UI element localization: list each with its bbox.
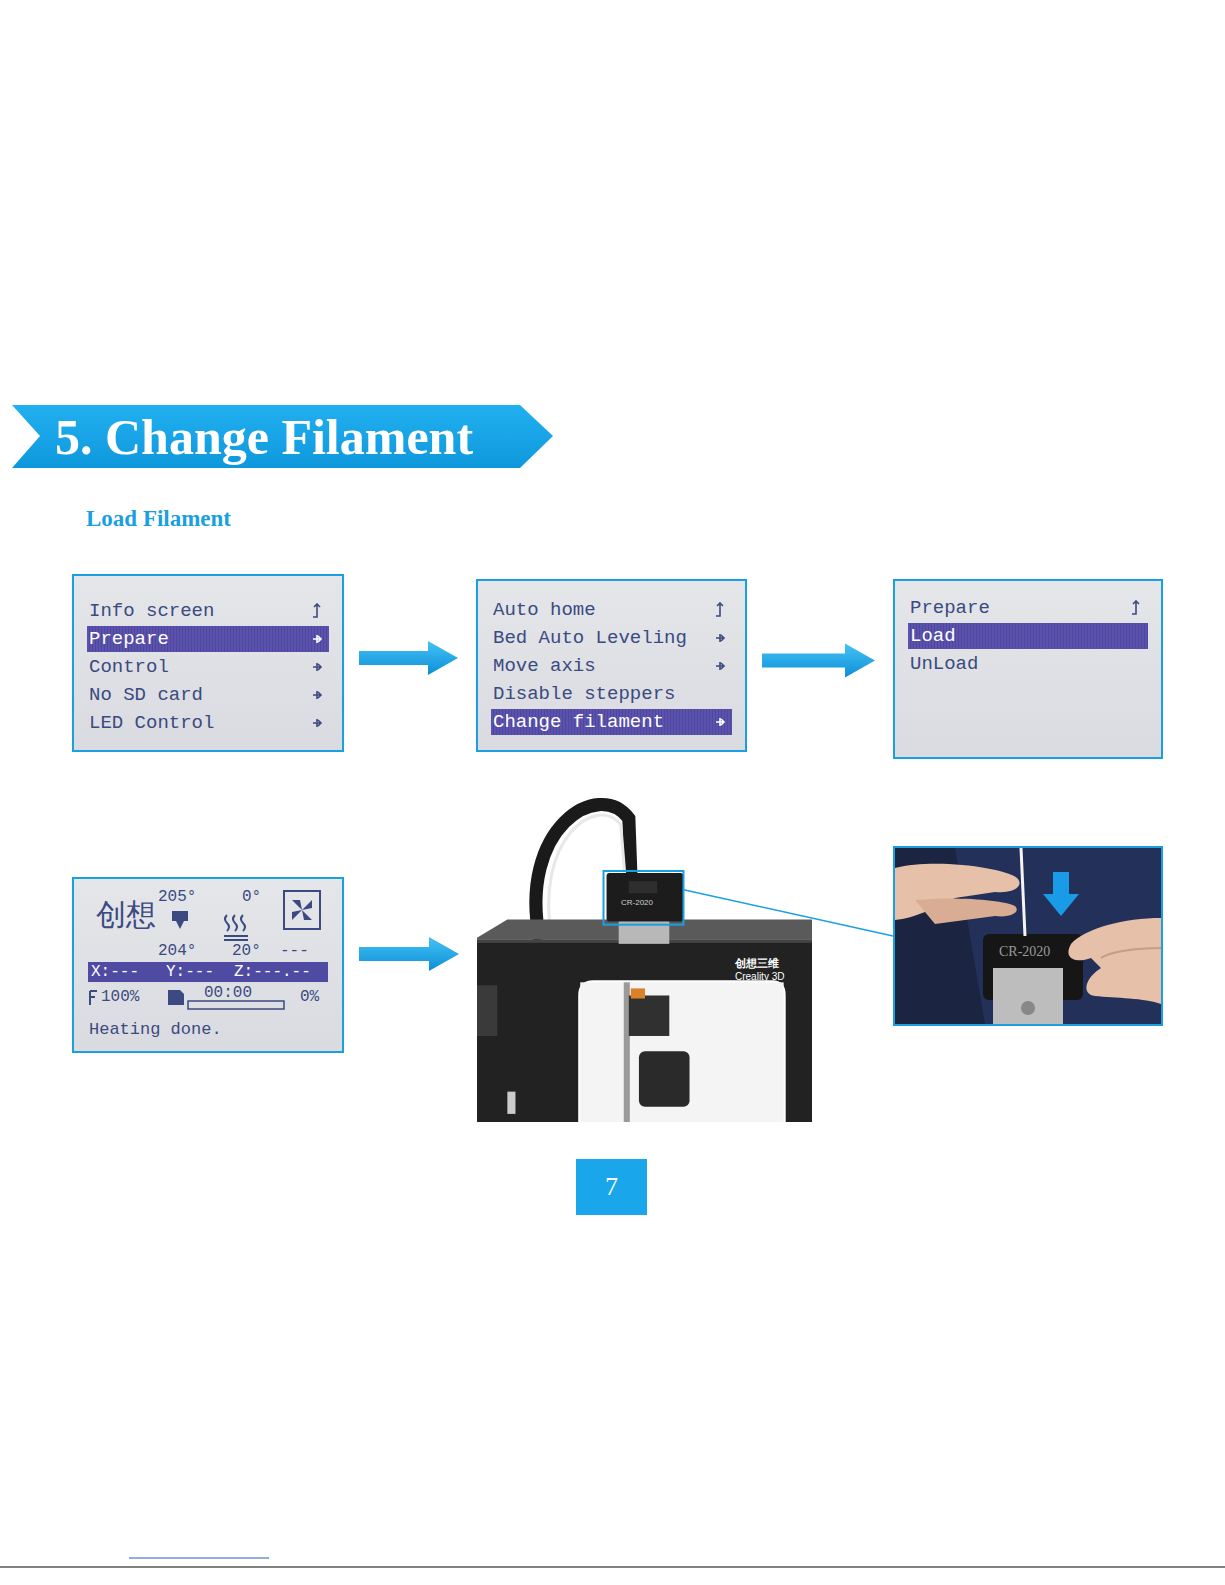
- menu-item-text: Control: [89, 654, 169, 680]
- menu-item-text: UnLoad: [910, 651, 978, 677]
- filament: [1021, 848, 1025, 936]
- sd-icon: [168, 990, 184, 1005]
- hotend-carriage: [629, 995, 669, 1035]
- menu-row: Bed Auto Leveling: [491, 625, 732, 651]
- menu-row: No SD card: [87, 682, 329, 708]
- printer-illustration: [477, 788, 812, 1122]
- status-value: 205°: [158, 888, 196, 906]
- right-hand: [1068, 918, 1161, 1004]
- menu-row: UnLoad: [908, 651, 1148, 677]
- status-value: 00:00: [204, 984, 252, 1002]
- menu-item-text: Prepare: [910, 595, 990, 621]
- lcd-status-screen: 创想205° 0° 204° 20° --- X:--- Y:--- Z:---.-- 100%…: [72, 877, 344, 1053]
- menu-item-text: Bed Auto Leveling: [493, 625, 687, 651]
- nozzle-icon: [172, 911, 188, 929]
- closeup-illustration: [895, 848, 1161, 1024]
- submenu-arrow-icon: [714, 714, 726, 730]
- fan-icon: [284, 891, 320, 929]
- brand-logo-text: 创想: [96, 895, 156, 936]
- submenu-arrow-icon: [311, 715, 323, 731]
- menu-item-text: LED Control: [89, 710, 214, 736]
- subsection-heading: Load Filament: [86, 506, 231, 532]
- menu-item-text: Auto home: [493, 597, 596, 623]
- highlight-frame: [604, 871, 684, 925]
- submenu-arrow-icon: [311, 659, 323, 675]
- frame-window: [580, 982, 783, 1122]
- status-value: 20°: [232, 942, 261, 960]
- section-title: 5. Change Filament: [55, 407, 473, 467]
- model-marking: CR-2020: [621, 898, 653, 907]
- menu-item-text: Move axis: [493, 653, 596, 679]
- menu-item-text: Prepare: [89, 626, 169, 652]
- submenu-arrow-icon: [311, 687, 323, 703]
- extruder-closeup-photo: CR-2020: [893, 846, 1163, 1026]
- frame-front: [477, 940, 812, 1122]
- menu-item-text: No SD card: [89, 682, 203, 708]
- brand-name: Creality 3D: [735, 971, 784, 982]
- menu-row: LED Control: [87, 710, 329, 736]
- selected-menu-row: Change filament: [491, 709, 732, 735]
- inner-part: [639, 1051, 690, 1107]
- selected-menu-row: Load: [908, 623, 1148, 649]
- status-value: ---: [280, 942, 309, 960]
- axis-band: [88, 962, 328, 982]
- status-value: 204°: [158, 942, 196, 960]
- extruder-motor: [993, 968, 1063, 1024]
- flow-arrow: [359, 641, 458, 675]
- menu-item-text: Load: [910, 623, 956, 649]
- hotend-heater: [631, 988, 645, 998]
- menu-row: Disable steppers: [491, 681, 732, 707]
- title-banner: [12, 405, 553, 468]
- status-message: Heating done.: [89, 1020, 222, 1039]
- menu-item-text: Disable steppers: [493, 681, 675, 707]
- menu-up-icon: [714, 602, 726, 618]
- printer-photo: 创想三维Creality 3D CR-2020: [477, 788, 812, 1122]
- flow-arrow: [359, 937, 459, 971]
- page-number-box: [576, 1159, 647, 1215]
- status-value: 0%: [300, 988, 319, 1006]
- submenu-arrow-icon: [714, 658, 726, 674]
- status-value: X:---: [91, 963, 139, 981]
- menu-row: Control: [87, 654, 329, 680]
- submenu-arrow-icon: [714, 630, 726, 646]
- flow-arrow: [762, 644, 875, 678]
- menu-item-text: Change filament: [493, 709, 664, 735]
- lcd-menu-screen: PrepareLoadUnLoad: [893, 579, 1163, 759]
- menu-row: Auto home: [491, 597, 732, 623]
- bed-heat-icon: [224, 915, 248, 940]
- selected-menu-row: Prepare: [87, 626, 329, 652]
- lcd-menu-screen: Auto homeBed Auto LevelingMove axisDisab…: [476, 579, 747, 752]
- model-marking: CR-2020: [999, 944, 1050, 960]
- menu-row: Info screen: [87, 598, 329, 624]
- status-value: 0°: [242, 888, 261, 906]
- menu-item-text: Info screen: [89, 598, 214, 624]
- menu-row: Move axis: [491, 653, 732, 679]
- extruder: [607, 873, 684, 922]
- progress-bar: [188, 1001, 284, 1009]
- menu-up-icon: [1130, 600, 1142, 616]
- lcd-menu-screen: Info screenPrepareControlNo SD cardLED C…: [72, 574, 344, 752]
- menu-row: Prepare: [908, 595, 1148, 621]
- insert-direction-arrow: [1043, 872, 1079, 916]
- footer-rule: [0, 1567, 1225, 1568]
- feedrate-icon: [90, 991, 97, 1005]
- status-value: Z:---.--: [234, 963, 311, 981]
- footer-link-line: [129, 1558, 269, 1559]
- brand-chinese: 创想三维: [735, 956, 779, 971]
- submenu-arrow-icon: [311, 631, 323, 647]
- page-number: 7: [576, 1159, 647, 1215]
- status-value: Y:---: [166, 963, 214, 981]
- menu-up-icon: [311, 603, 323, 619]
- status-value: 100%: [101, 988, 139, 1006]
